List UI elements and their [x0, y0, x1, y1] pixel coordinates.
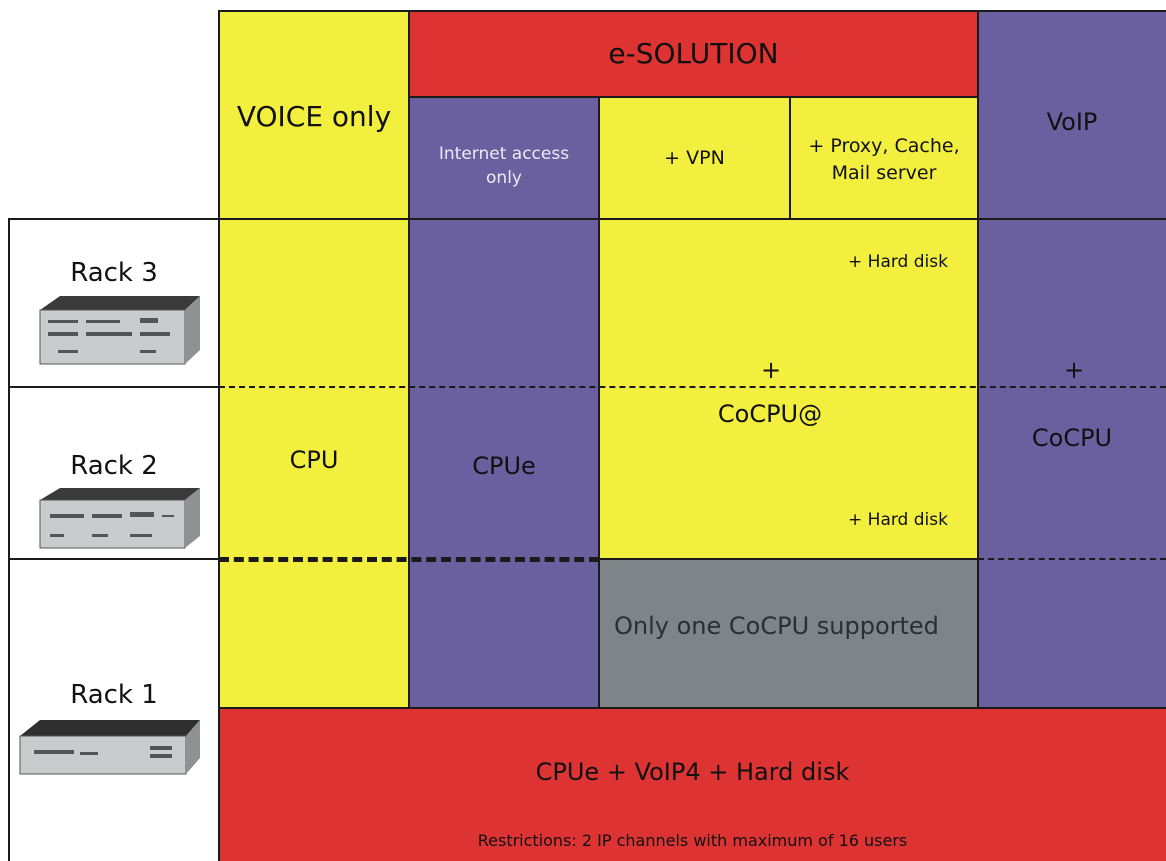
rack-3-label: Rack 3: [70, 258, 158, 288]
proxy-column-header: [790, 97, 978, 219]
voip-column: [978, 10, 1166, 708]
cocpu-label: CoCPU: [1031, 424, 1113, 452]
cpu-label: CPU: [289, 446, 339, 474]
internet-access-only-label: Internet access only: [438, 144, 570, 188]
cocpu-at-block: [599, 219, 978, 560]
rack-2-device-image: [39, 488, 200, 549]
rack-1-device-image: [19, 720, 200, 775]
vpn-column-header: [599, 97, 790, 219]
only-one-cocpu-label: Only one CoCPU supported: [614, 612, 939, 640]
only-one-cocpu-block: [599, 560, 978, 708]
plus-right: +: [1063, 356, 1085, 384]
voice-column: [219, 10, 409, 708]
e-solution-header: e-SOLUTION: [409, 10, 978, 97]
vpn-label: + VPN: [664, 146, 725, 169]
hard-disk-bottom-label: + Hard disk: [848, 510, 948, 530]
voip-label: VoIP: [1046, 108, 1098, 136]
hard-disk-top-label: + Hard disk: [848, 252, 948, 272]
voice-only-label: VOICE only: [236, 99, 392, 133]
cpue-label: CPUe: [472, 452, 536, 480]
footer-main-label: CPUe + VoIP4 + Hard disk: [535, 758, 850, 786]
rack-3-device-image: [39, 296, 200, 365]
plus-center: +: [760, 356, 782, 384]
cocpu-at-label: CoCPU@: [717, 400, 823, 428]
footer-block: [219, 708, 1166, 861]
footer-restrictions-label: Restrictions: 2 IP channels with maximum…: [477, 830, 908, 850]
rack-2-label: Rack 2: [70, 451, 158, 481]
internet-column: [409, 97, 599, 708]
proxy-cache-mail-label: + Proxy, Cache, Mail server: [808, 135, 960, 184]
rack-1-label: Rack 1: [70, 680, 158, 710]
